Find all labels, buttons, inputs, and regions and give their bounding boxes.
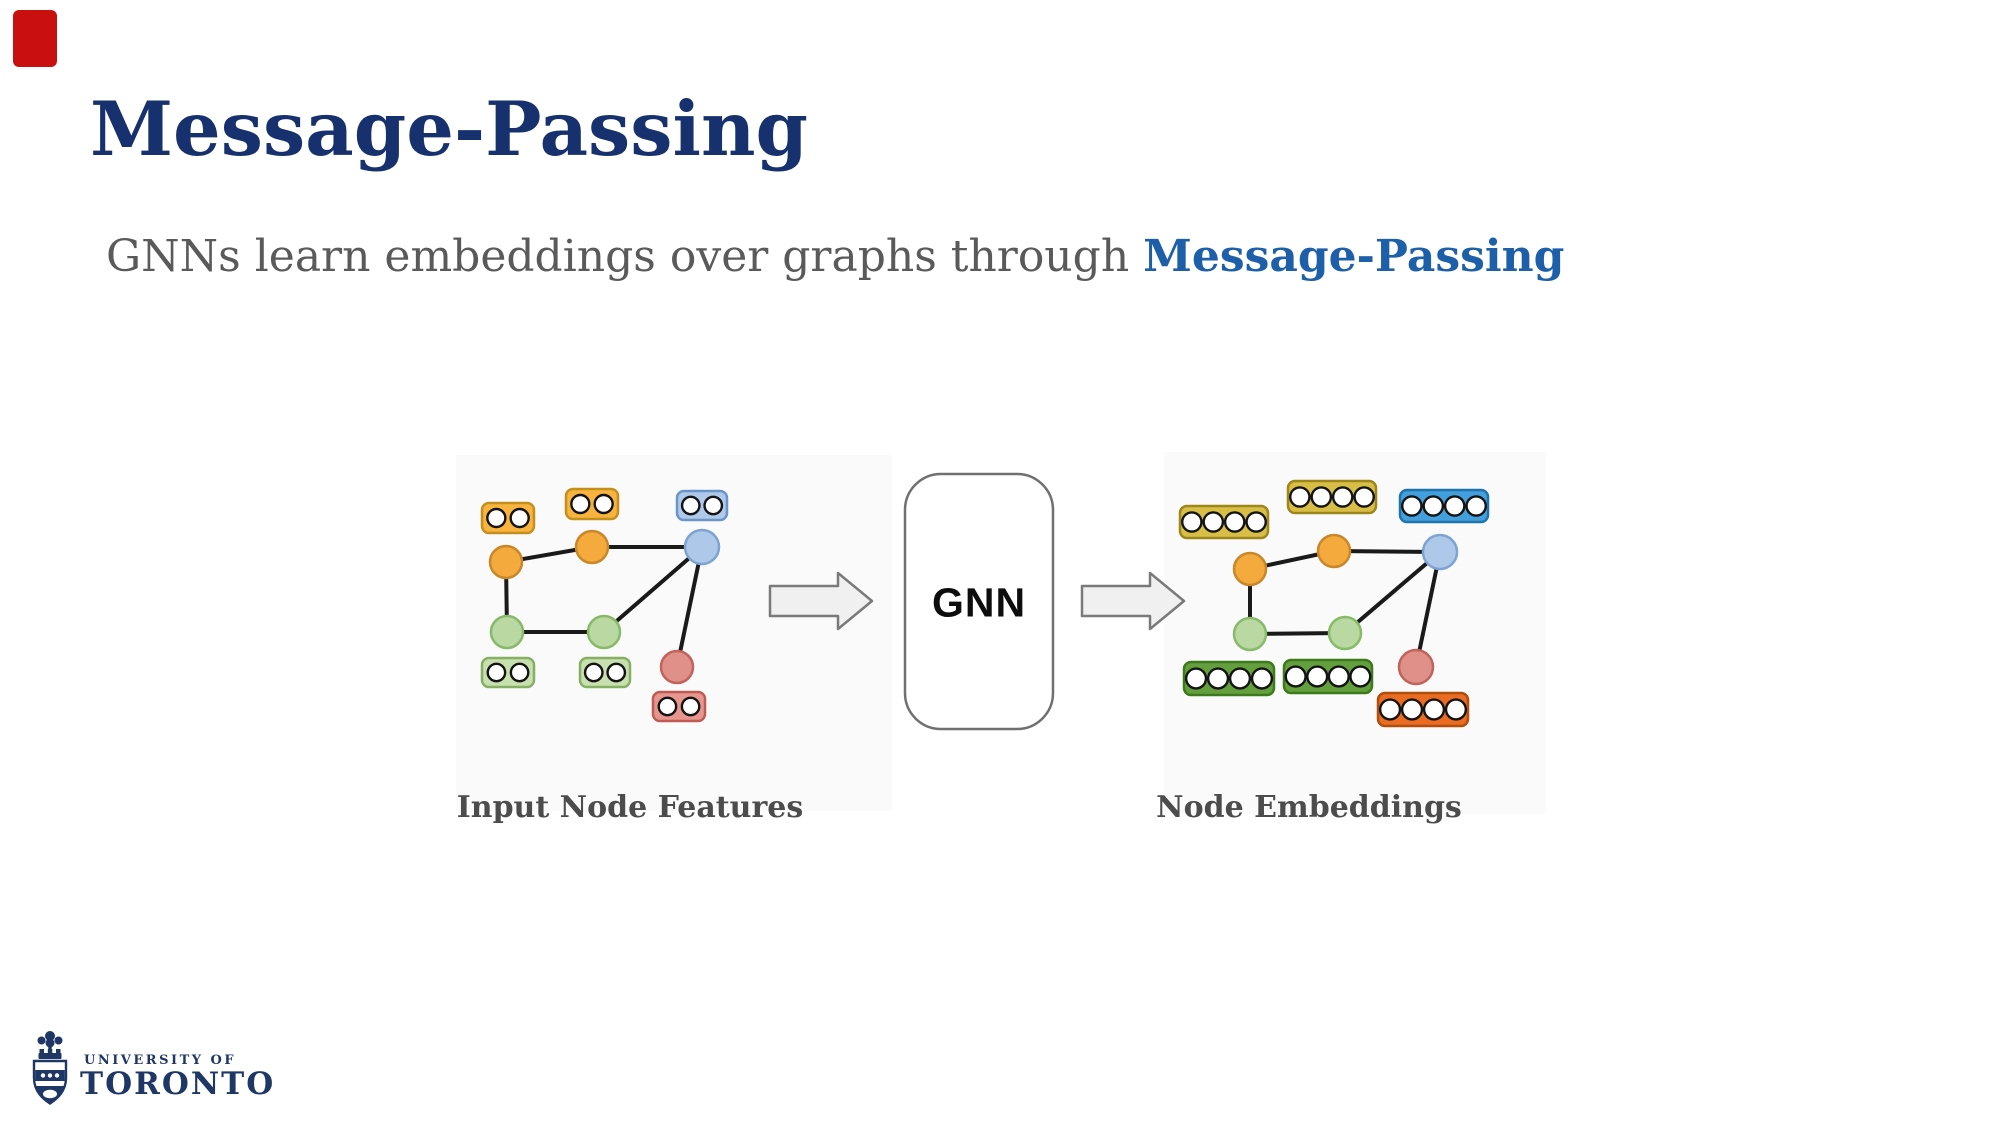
caption-input-node-features: Input Node Features	[456, 790, 804, 825]
feature-circle	[1228, 667, 1252, 690]
embedding-graph-node-orange	[1316, 533, 1352, 569]
input-graph-node-orange	[488, 544, 524, 580]
feature-circle	[1206, 667, 1230, 690]
input-graph-node-orange	[574, 529, 610, 565]
gnn-box	[903, 472, 1055, 731]
logo-university-of-text: UNIVERSITY OF	[84, 1053, 237, 1068]
embedding-graph-node-orange	[1232, 551, 1268, 587]
feature-circle	[1443, 495, 1466, 517]
input-graph-node-red	[659, 649, 695, 685]
input-graph-node-green	[489, 614, 525, 650]
feature-circle	[1444, 698, 1468, 721]
subtitle-plain-text: GNNs learn embeddings over graphs throug…	[106, 231, 1144, 282]
embedding-graph-node-green	[1327, 615, 1363, 651]
feature-circle	[486, 662, 507, 683]
feature-circle	[606, 662, 627, 683]
feature-circle	[486, 507, 507, 529]
feature-circle	[1250, 667, 1274, 690]
embedding-graph-node-red	[1397, 648, 1435, 686]
embedding-graph-edge	[1414, 550, 1442, 669]
input-graph-node-blue	[683, 528, 721, 566]
feature-circle	[509, 507, 530, 529]
feature-circle	[1310, 486, 1333, 508]
embedding-graph-node-blue	[1421, 533, 1459, 571]
feature-circle	[1223, 511, 1246, 533]
feature-circle	[657, 696, 678, 717]
feature-circle	[509, 662, 530, 683]
feature-circle	[680, 696, 701, 717]
input-graph-edge	[675, 545, 704, 669]
input-graph-node-green	[586, 614, 622, 650]
input-graph-edge	[602, 545, 704, 634]
feature-circle	[1181, 511, 1203, 533]
feature-circle	[1422, 495, 1445, 517]
feature-circle	[583, 662, 604, 683]
feature-circle	[1422, 698, 1446, 721]
feature-circle	[1202, 511, 1225, 533]
feature-circle	[1331, 486, 1354, 508]
feature-circle	[1349, 665, 1372, 688]
feature-circle	[570, 493, 591, 515]
right-arrow-icon	[1080, 571, 1186, 631]
embedding-graph-edge	[1343, 550, 1442, 635]
feature-circle	[703, 495, 724, 516]
red-marker	[13, 10, 57, 67]
embedding-graph-node-green	[1232, 616, 1268, 652]
slide-subtitle: GNNs learn embeddings over graphs throug…	[106, 228, 1564, 285]
logo-toronto-text: TORONTO	[80, 1066, 276, 1102]
feature-circle	[1401, 495, 1423, 517]
feature-circle	[1284, 665, 1307, 688]
feature-circle	[680, 495, 701, 516]
feature-circle	[1400, 698, 1424, 721]
subtitle-highlight-text: Message-Passing	[1143, 231, 1565, 282]
university-of-toronto-logo: UNIVERSITY OF TORONTO	[26, 1030, 286, 1112]
feature-circle	[1327, 665, 1350, 688]
feature-circle	[1245, 511, 1267, 533]
feature-circle	[593, 493, 614, 515]
feature-circle	[1184, 667, 1208, 690]
caption-node-embeddings: Node Embeddings	[1156, 790, 1462, 825]
feature-circle	[1378, 698, 1402, 721]
feature-circle	[1289, 486, 1311, 508]
feature-circle	[1353, 486, 1375, 508]
slide-title: Message-Passing	[90, 85, 808, 173]
gnn-label: GNN	[932, 580, 1026, 626]
feature-circle	[1465, 495, 1487, 517]
feature-circle	[1306, 665, 1329, 688]
uoft-crest-icon	[32, 1031, 68, 1105]
right-arrow-icon	[768, 571, 874, 631]
